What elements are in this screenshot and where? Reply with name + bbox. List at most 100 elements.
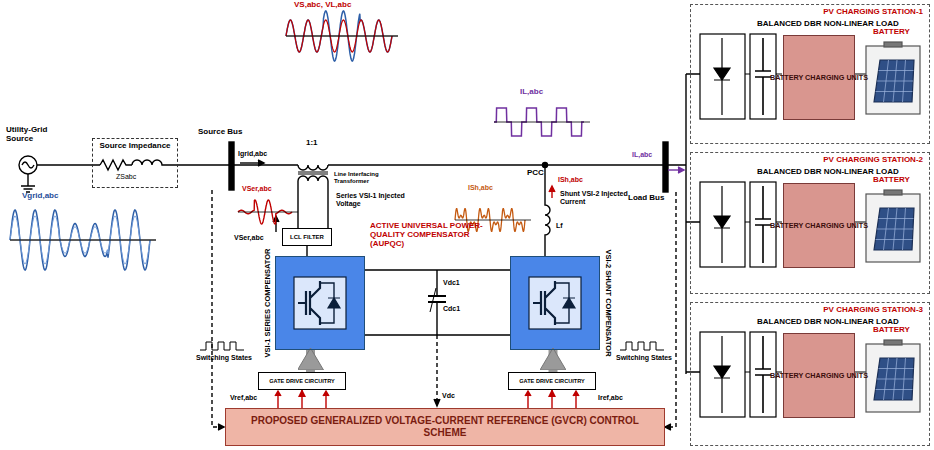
circuit-stroke: [218, 424, 224, 430]
circuit-stroke: [10, 11, 590, 270]
box-label: VSI-1 SERIES COMPENSATOR: [263, 249, 272, 358]
panel-grid: [879, 368, 914, 369]
waveform-axis: [494, 122, 590, 123]
circuit-stroke: [200, 342, 244, 350]
connector: [301, 390, 302, 408]
signal-label: Source Bus: [198, 128, 242, 137]
igbt-symbol: [533, 281, 555, 325]
circuit-stroke: [298, 172, 328, 174]
battery-terminal: [884, 42, 902, 47]
load-title: BALANCED DBR NON-LINEAR LOAD: [757, 167, 899, 176]
signal-label: Iref,abc: [598, 394, 623, 402]
battery-terminal: [884, 190, 902, 195]
circuit-stroke: [620, 342, 664, 350]
circuit-stroke: [212, 190, 676, 427]
panel-grid: [903, 208, 906, 250]
station-title: PV CHARGING STATION-1: [823, 7, 923, 16]
load-title: BALANCED DBR NON-LINEAR LOAD: [757, 19, 899, 28]
box-label: BATTERY CHARGING UNITS: [770, 73, 868, 82]
connector: [549, 350, 558, 372]
diode-symbol: [563, 298, 575, 308]
circuit-stroke: [258, 160, 264, 166]
signal-label: Series VSI-1 Injected Voltage: [336, 192, 416, 207]
signal-label: VSer,abc: [242, 185, 272, 193]
circuit-stroke: [668, 74, 700, 374]
station-box: PV CHARGING STATION-3BALANCED DBR NON-LI…: [690, 302, 930, 446]
gate-drive-box: GATE DRIVE CIRCUITRY: [258, 372, 346, 390]
signal-label: PCC: [527, 169, 544, 178]
box-label: GATE DRIVE CIRCUITRY: [519, 378, 585, 384]
circuit-stroke: [275, 391, 579, 396]
panel-grid: [903, 60, 906, 102]
box-label: BATTERY CHARGING UNITS: [770, 371, 868, 380]
panel-grid: [877, 229, 913, 230]
battery-illustration: [866, 344, 920, 412]
signal-label: Switching States: [616, 354, 676, 362]
circuit-stroke: [275, 256, 365, 350]
waveform-axis: [455, 220, 531, 221]
signal-label: VSer,abc: [234, 234, 264, 242]
signal-label: VS,abc, VL,abc: [294, 1, 351, 10]
waveform-axis: [10, 240, 156, 241]
control-box: PROPOSED GENERALIZED VOLTAGE-CURRENT REF…: [225, 408, 665, 446]
circuit-stroke: [19, 156, 37, 174]
signal-label: Shunt VSI-2 Injected Current: [560, 190, 632, 205]
panel-grid: [879, 70, 914, 71]
signal-label: Switching States: [196, 354, 256, 362]
box-label: GATE DRIVE CIRCUITRY: [269, 378, 335, 384]
capacitor-symbol: [755, 336, 771, 413]
connector: [306, 246, 307, 256]
capacitor-symbol: [755, 186, 771, 263]
station-box: PV CHARGING STATION-1BALANCED DBR NON-LI…: [690, 4, 930, 144]
solar-panel: [874, 208, 914, 250]
station-box: PV CHARGING STATION-2BALANCED DBR NON-LI…: [690, 152, 930, 294]
circuit-stroke: [700, 34, 920, 417]
circuit-stroke: [229, 142, 234, 190]
solar-panel: [874, 60, 914, 102]
signal-label: ISh,abc: [468, 184, 493, 192]
station-title: PV CHARGING STATION-3: [823, 305, 923, 314]
circuit-stroke: [545, 165, 550, 256]
panel-grid: [903, 358, 906, 400]
signal-label: BATTERY: [873, 326, 910, 335]
signal-label: Igrid,abc: [238, 150, 267, 158]
connector: [551, 390, 552, 408]
circuit-stroke: [663, 142, 668, 192]
circuit-stroke: [665, 424, 671, 430]
circuit-stroke: [510, 256, 600, 350]
charger-box: BATTERY CHARGING UNITS: [783, 35, 855, 120]
waveform-axis: [286, 36, 398, 37]
panel-grid: [877, 379, 913, 380]
circuit-stroke: [678, 167, 684, 173]
connector: [306, 350, 315, 372]
signal-label: IL,abc: [520, 88, 543, 97]
igbt-symbol: [529, 277, 581, 329]
signal-label: IL,abc: [632, 151, 652, 159]
signal-label: Vgrid,abc: [22, 192, 58, 201]
converter-box: VSI-2 SHUNT COMPENSATOR: [510, 256, 600, 350]
circuit-stroke: [428, 296, 446, 302]
signal-label: BATTERY: [873, 176, 910, 185]
box-label: VSI-2 SHUNT COMPENSATOR: [604, 249, 613, 356]
circuit-stroke: [328, 164, 665, 165]
battery-terminal: [884, 340, 902, 345]
box-label: BATTERY CHARGING UNITS: [770, 221, 868, 230]
circuit-stroke: [275, 391, 579, 408]
capacitor-symbol: [755, 38, 771, 115]
signal-label: Utility-Grid Source: [6, 126, 76, 144]
signal-label: ZSabc: [116, 173, 136, 181]
diode-symbol: [328, 298, 340, 308]
circuit-stroke: [132, 160, 298, 165]
circuit-stroke: [298, 165, 328, 170]
igbt-symbol: [294, 277, 346, 329]
box-label: LCL FILTER: [290, 234, 324, 240]
solar-panel: [874, 208, 914, 250]
signal-label: Cdc1: [443, 305, 460, 313]
solar-panel: [874, 358, 914, 400]
panel-grid: [877, 81, 913, 82]
load-title: BALANCED DBR NON-LINEAR LOAD: [757, 317, 899, 326]
circuit-stroke: [365, 270, 510, 335]
circuit-stroke: [430, 288, 436, 312]
rectifier-box: [700, 182, 745, 267]
signal-label: Vdc1: [443, 279, 460, 287]
